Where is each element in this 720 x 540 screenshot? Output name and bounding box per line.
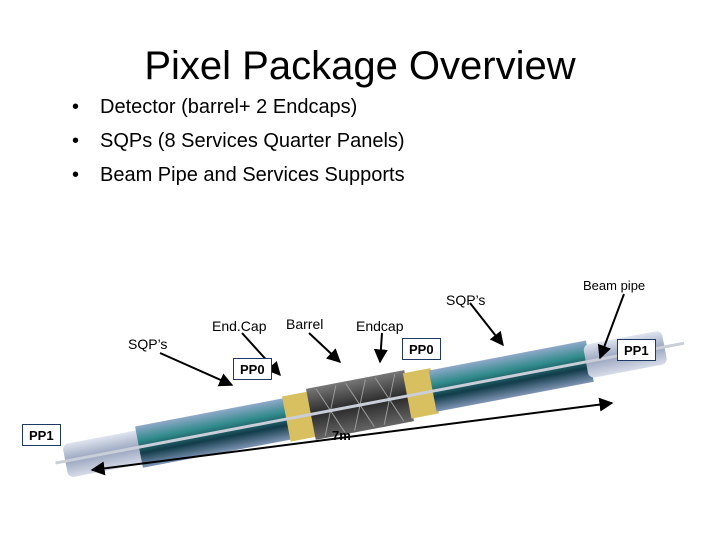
arrow-beam-pipe	[597, 293, 625, 360]
beam-pipe	[55, 341, 685, 465]
bullet-list: Detector (barrel+ 2 Endcaps) SQPs (8 Ser…	[72, 90, 405, 192]
arrow-barrel	[308, 332, 342, 363]
label-sqp-right: SQP’s	[446, 292, 486, 308]
label-barrel: Barrel	[286, 316, 324, 332]
label-endcap-left: End.Cap	[212, 318, 267, 334]
label-beam-pipe: Beam pipe	[583, 278, 646, 293]
pointer-arrows	[90, 293, 625, 476]
arrow-endcap-right	[373, 332, 388, 364]
arrow-length	[90, 397, 614, 476]
arrow-sqp-left	[159, 352, 234, 387]
pp0-right-box: PP0	[402, 338, 441, 360]
arrow-endcap-left	[241, 332, 281, 377]
bullet-item: Beam Pipe and Services Supports	[72, 158, 405, 192]
arrow-sqp-right	[469, 302, 504, 347]
label-sqp-left: SQP’s	[128, 336, 168, 352]
page-title: Pixel Package Overview	[144, 44, 576, 88]
pp0-left-box: PP0	[233, 358, 272, 380]
label-length: 7m	[332, 428, 351, 443]
label-endcap-right: Endcap	[356, 318, 404, 334]
bullet-item: Detector (barrel+ 2 Endcaps)	[72, 90, 405, 124]
pp1-right-box: PP1	[617, 339, 656, 361]
pp1-left-box: PP1	[22, 424, 61, 446]
bullet-item: SQPs (8 Services Quarter Panels)	[72, 124, 405, 158]
